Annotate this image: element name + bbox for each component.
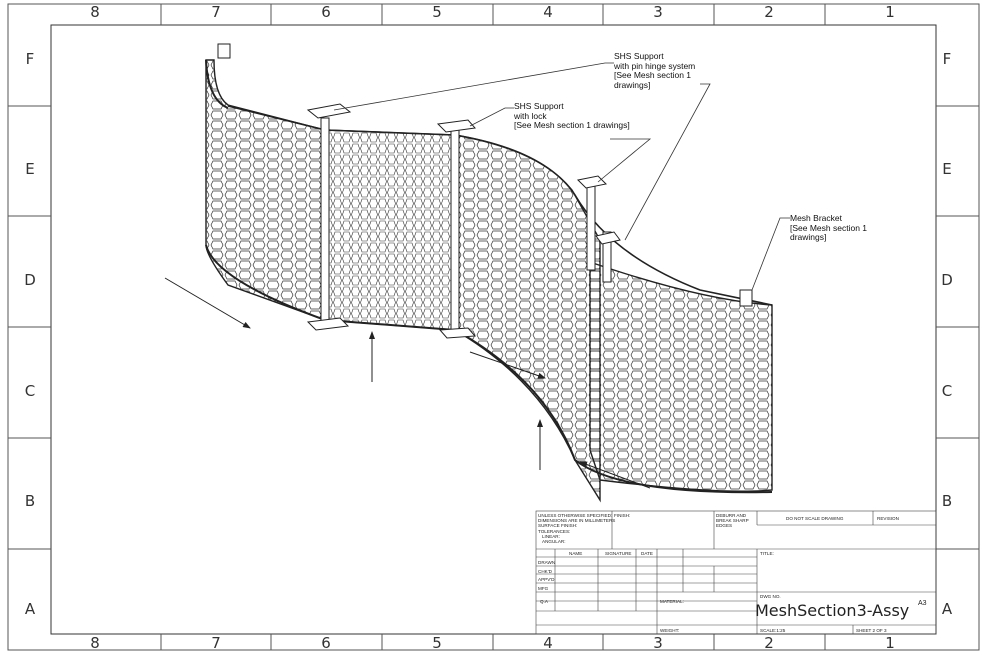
zone-col-bottom: 6 [321,634,331,652]
zone-col-top: 4 [543,3,553,21]
title-block [535,510,937,635]
row-label-mfg: MFG [538,586,549,591]
note-line: DEBURR AND [716,513,747,518]
header-date: DATE [641,551,653,556]
zone-row-left: D [24,271,36,289]
zone-col-bottom: 3 [653,634,663,652]
callout-line: [See Mesh section 1 [614,70,692,80]
sheet-label: SHEET 2 OF 3 [856,628,887,633]
callout-line: drawings] [614,79,651,90]
zone-col-top: 8 [90,3,100,21]
header-signature: SIGNATURE [605,551,632,556]
zone-row-left: A [24,600,36,618]
callout-line: SHS Support [614,51,664,61]
zone-col-bottom: 8 [90,634,100,652]
sheet-size: A3 [918,600,927,607]
callout-line: Mesh Bracket [790,213,842,223]
callout-mesh-bracket: Mesh Bracket [See Mesh section 1 drawing… [790,213,868,243]
shs-post-3 [586,179,596,271]
finish-label: FINISH: [614,513,631,518]
callout-line: with lock [514,110,547,121]
shs-post-4 [602,231,612,283]
note-line: TOLERANCES: [538,528,571,534]
dwg-no-label: DWG NO. [760,594,781,599]
callout-line: SHS Support [514,101,564,111]
row-label-qa: Q.A [540,599,548,604]
zone-col-top: 6 [321,3,331,21]
zone-row-right: E [942,160,952,178]
zone-col-bottom: 7 [211,634,221,652]
mesh-assembly [205,43,773,503]
callout-line: with pin hinge system [614,60,696,71]
zone-col-top: 3 [653,3,663,21]
note-line: DIMENSIONS ARE IN MILLIMETERS [538,518,616,524]
mesh-panel-scurve [454,134,601,503]
zone-row-left: C [24,382,36,400]
zone-col-top: 5 [432,3,442,21]
row-label-drawn: DRAWN [538,560,556,565]
callout-line: [See Mesh section 1 [790,222,868,233]
callout-line: drawings] [790,232,827,242]
deburr-note: DEBURR AND BREAK SHARP EDGES [716,513,749,529]
zone-col-top: 2 [764,3,774,21]
zone-col-bottom: 1 [885,634,895,652]
row-label-approved: APPV'D [538,577,555,582]
zone-row-right: A [941,600,953,618]
title-label: TITLE: [760,551,774,556]
zone-col-bottom: 4 [543,634,553,652]
zone-col-top: 7 [211,3,221,21]
note-line: LINEAR: [542,533,560,539]
zone-row-left: B [24,492,36,510]
zone-row-right: B [941,492,953,510]
note-line: UNLESS OTHERWISE SPECIFIED: [538,513,613,518]
row-label-checked: CHK'D [538,569,552,574]
callout-shs-support-pin: SHS Support with pin hinge system [See M… [614,51,696,90]
zone-col-bottom: 2 [764,634,774,652]
zone-row-right: C [941,382,953,400]
zone-row-left: F [25,50,35,68]
leader-lines [333,62,790,291]
zone-col-top: 1 [885,3,895,21]
scale-label: SCALE:1:25 [760,628,786,633]
note-line: EDGES [716,523,733,529]
zone-row-right: F [942,50,952,68]
material-label: MATERIAL: [660,599,684,604]
note-line: SURFACE FINISH: [538,523,578,529]
callout-shs-support-lock: SHS Support with lock [See Mesh section … [514,101,630,131]
callout-line: [See Mesh section 1 drawings] [514,120,630,130]
zone-row-right: D [941,271,953,289]
mesh-panel-center [324,129,456,331]
zone-col-bottom: 5 [432,634,442,652]
mesh-panel-left [205,59,326,321]
drawing-name: MeshSection3-Assy [755,601,910,620]
revision-label: REVISION [877,516,899,521]
header-name: NAME [569,551,583,556]
zone-row-left: E [25,160,35,178]
shs-post-1 [320,117,330,329]
view-arrows [164,277,651,489]
note-line: BREAK SHARP [716,518,749,524]
zone-ticks [8,4,979,650]
do-not-scale-label: DO NOT SCALE DRAWING [786,516,844,521]
general-notes: UNLESS OTHERWISE SPECIFIED: DIMENSIONS A… [538,513,615,544]
shs-post-2 [450,124,460,338]
weight-label: WEIGHT: [660,628,680,633]
note-line: ANGULAR: [542,539,566,545]
